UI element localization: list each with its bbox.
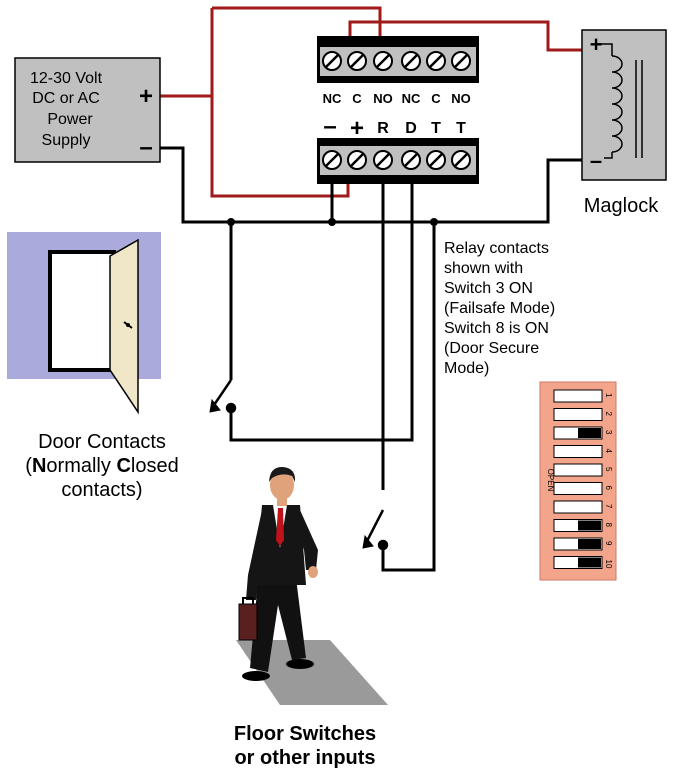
dip-rows: 1 2 3 4 5 6 7 8 9 10 bbox=[553, 389, 613, 569]
terminal-screw-slot bbox=[376, 54, 390, 68]
door-illustration bbox=[7, 232, 161, 415]
floor-caption-line2: or other inputs bbox=[234, 747, 375, 769]
terminal-bottom-label: R bbox=[377, 120, 389, 137]
dip-number: 5 bbox=[604, 467, 613, 472]
terminal-bottom-label: T bbox=[456, 120, 466, 137]
dip-slot bbox=[553, 408, 603, 421]
power-supply-minus: – bbox=[139, 134, 152, 161]
terminal-top-labels: NC C NO NC C NO bbox=[323, 91, 471, 106]
terminal-top-label: NC bbox=[402, 91, 421, 106]
dip-open-label: OPEN bbox=[546, 469, 555, 492]
floor-switch bbox=[362, 509, 389, 551]
note-line: Mode) bbox=[444, 360, 489, 377]
red-wires bbox=[160, 6, 582, 198]
door-caption-line1: Door Contacts bbox=[38, 431, 166, 453]
dip-number: 7 bbox=[604, 504, 613, 509]
door-caption-line3: contacts) bbox=[61, 479, 142, 501]
terminal-top-label: C bbox=[431, 91, 441, 106]
top-screws bbox=[322, 51, 471, 71]
dip-slot bbox=[553, 500, 603, 514]
door-caption: Door Contacts (Normally Closed contacts) bbox=[25, 431, 178, 501]
terminal-bottom-labels: – + R D T T bbox=[323, 113, 466, 142]
dip-switch: 1 2 3 4 5 6 7 8 9 10 OPEN bbox=[539, 381, 617, 581]
terminal-screw-slot bbox=[350, 54, 364, 68]
dip-number: 1 bbox=[604, 393, 613, 398]
power-supply-line3: Power bbox=[47, 111, 93, 128]
floor-caption: Floor Switches or other inputs bbox=[234, 723, 376, 769]
dip-slot bbox=[553, 463, 603, 477]
note-line: Switch 8 is ON bbox=[444, 320, 549, 337]
note-line: Switch 3 ON bbox=[444, 280, 533, 297]
dip-knob-on bbox=[578, 520, 601, 531]
dip-number: 2 bbox=[604, 412, 613, 417]
dip-slot bbox=[553, 389, 603, 403]
power-supply-plus: + bbox=[139, 83, 153, 110]
terminal-screw-slot bbox=[429, 153, 443, 167]
terminal-bottom-label: T bbox=[431, 120, 441, 137]
terminal-top-label: NO bbox=[451, 91, 471, 106]
black-wires bbox=[160, 146, 582, 572]
dip-number: 4 bbox=[604, 449, 613, 454]
power-supply-line1: 12-30 Volt bbox=[30, 70, 103, 87]
terminal-screw-slot bbox=[404, 54, 418, 68]
terminal-screw-slot bbox=[376, 153, 390, 167]
power-supply-line4: Supply bbox=[42, 132, 91, 149]
door-contact-switch bbox=[209, 379, 237, 414]
power-supply-line2: DC or AC bbox=[32, 90, 100, 107]
dip-knob-on bbox=[578, 539, 601, 549]
dip-knob-on bbox=[578, 428, 601, 438]
terminal-screw-slot bbox=[325, 54, 339, 68]
relay-note: Relay contacts shown with Switch 3 ON (F… bbox=[444, 240, 555, 377]
note-line: Relay contacts bbox=[444, 240, 549, 257]
terminal-screw-slot bbox=[325, 153, 339, 167]
floor-caption-line1: Floor Switches bbox=[234, 723, 376, 745]
dip-number: 8 bbox=[604, 523, 613, 528]
terminal-screw-slot bbox=[350, 153, 364, 167]
terminal-block-top bbox=[317, 36, 479, 83]
businessman-illustration bbox=[238, 466, 318, 681]
maglock: + – Maglock bbox=[581, 29, 667, 217]
terminal-screw-slot bbox=[454, 153, 468, 167]
note-line: (Door Secure bbox=[444, 340, 539, 357]
wire-junctions bbox=[227, 218, 438, 226]
note-line: shown with bbox=[444, 260, 523, 277]
dip-number: 9 bbox=[604, 541, 613, 546]
maglock-label: Maglock bbox=[584, 195, 659, 217]
dip-slot bbox=[553, 482, 603, 495]
floor-mat bbox=[236, 640, 388, 705]
maglock-minus: – bbox=[590, 148, 602, 173]
terminal-top-label: NC bbox=[323, 91, 342, 106]
terminal-top-label: NO bbox=[373, 91, 393, 106]
terminal-bottom-label: D bbox=[405, 120, 417, 137]
dip-number: 6 bbox=[604, 486, 613, 491]
door-leaf bbox=[109, 238, 139, 415]
note-line: (Failsafe Mode) bbox=[444, 300, 555, 317]
maglock-coil bbox=[596, 43, 643, 159]
terminal-top-label: C bbox=[352, 91, 362, 106]
dip-knob-on bbox=[578, 557, 601, 568]
terminal-screw-slot bbox=[429, 54, 443, 68]
terminal-bottom-label: + bbox=[350, 115, 364, 142]
bottom-screws bbox=[322, 150, 471, 170]
power-supply: 12-30 Volt DC or AC Power Supply + – bbox=[14, 57, 161, 163]
terminal-screw-slot bbox=[454, 54, 468, 68]
terminal-screw-slot bbox=[404, 153, 418, 167]
terminal-block-bottom bbox=[317, 138, 479, 184]
dip-slot bbox=[553, 445, 603, 458]
door-caption-line2: (Normally Closed bbox=[25, 455, 178, 477]
dip-number: 10 bbox=[604, 560, 613, 569]
dip-number: 3 bbox=[604, 430, 613, 435]
terminal-bottom-label: – bbox=[323, 113, 336, 140]
